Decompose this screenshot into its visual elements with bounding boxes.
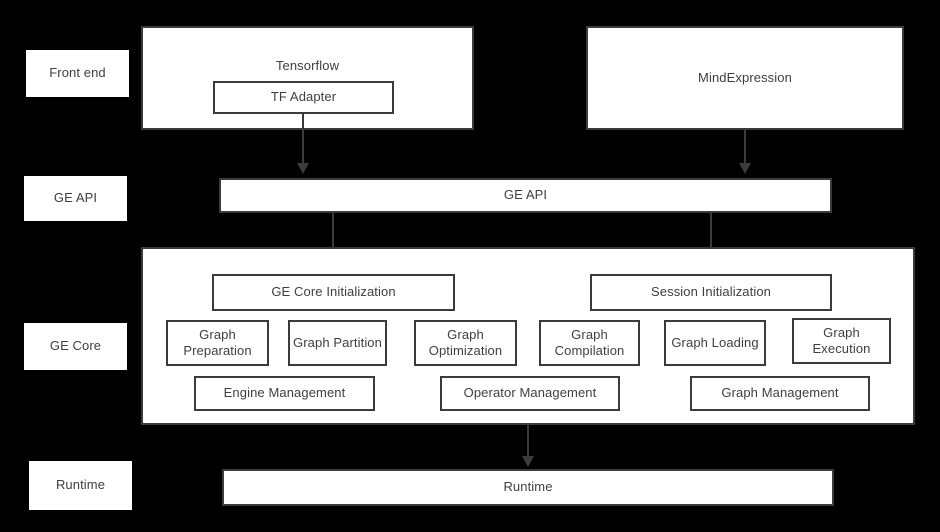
arrowhead-tfadapter-geapi [297, 163, 309, 174]
graph-optimization-box[interactable]: Graph Optimization [414, 320, 517, 366]
ge-api-bar-label: GE API [503, 187, 548, 203]
tensorflow-container[interactable]: Tensorflow [141, 26, 474, 130]
tensorflow-label: Tensorflow [275, 58, 340, 73]
graph-optimization-label: Graph Optimization [428, 326, 503, 358]
operator-management-label: Operator Management [463, 385, 597, 401]
runtime-bar[interactable]: Runtime [222, 469, 834, 506]
graph-preparation-label: Graph Preparation [183, 326, 252, 358]
tf-adapter-box[interactable]: TF Adapter [213, 81, 394, 114]
connector-tfadapter-geapi [302, 114, 304, 165]
graph-management-box[interactable]: Graph Management [690, 376, 870, 411]
ge-core-initialization-label: GE Core Initialization [271, 284, 396, 300]
graph-loading-label: Graph Loading [671, 334, 759, 350]
rail-label-ge-core-text: GE Core [49, 338, 102, 354]
connector-geapi-sessioninit [710, 213, 712, 263]
graph-compilation-box[interactable]: Graph Compilation [539, 320, 640, 366]
session-initialization-label: Session Initialization [651, 284, 771, 300]
connector-mindexpression-geapi [744, 130, 746, 165]
rail-label-front-end: Front end [26, 50, 129, 97]
rail-label-runtime: Runtime [29, 461, 132, 510]
graph-partition-box[interactable]: Graph Partition [288, 320, 387, 366]
runtime-bar-label: Runtime [503, 479, 553, 495]
session-initialization-box[interactable]: Session Initialization [590, 274, 832, 311]
rail-label-runtime-text: Runtime [55, 477, 106, 493]
graph-execution-box[interactable]: Graph Execution [792, 318, 891, 364]
arrowhead-gecore-runtime [522, 456, 534, 467]
ge-api-bar[interactable]: GE API [219, 178, 832, 213]
rail-label-ge-api: GE API [24, 176, 127, 221]
engine-management-box[interactable]: Engine Management [194, 376, 375, 411]
rail-label-ge-api-text: GE API [53, 190, 98, 206]
rail-label-ge-core: GE Core [24, 323, 127, 370]
ge-core-initialization-box[interactable]: GE Core Initialization [212, 274, 455, 311]
mindexpression-container[interactable]: MindExpression [586, 26, 904, 130]
tf-adapter-label: TF Adapter [270, 89, 337, 105]
graph-compilation-label: Graph Compilation [554, 326, 625, 358]
rail-label-front-end-text: Front end [49, 65, 106, 81]
engine-management-label: Engine Management [223, 385, 346, 401]
graph-preparation-box[interactable]: Graph Preparation [166, 320, 269, 366]
graph-management-label: Graph Management [721, 385, 839, 401]
operator-management-box[interactable]: Operator Management [440, 376, 620, 411]
graph-execution-label: Graph Execution [812, 324, 871, 356]
mindexpression-label: MindExpression [698, 69, 792, 85]
graph-loading-box[interactable]: Graph Loading [664, 320, 766, 366]
connector-gecore-runtime [527, 425, 529, 458]
connector-geapi-gecoreinit [332, 213, 334, 263]
arrowhead-mindexpression-geapi [739, 163, 751, 174]
graph-partition-label: Graph Partition [293, 334, 382, 350]
